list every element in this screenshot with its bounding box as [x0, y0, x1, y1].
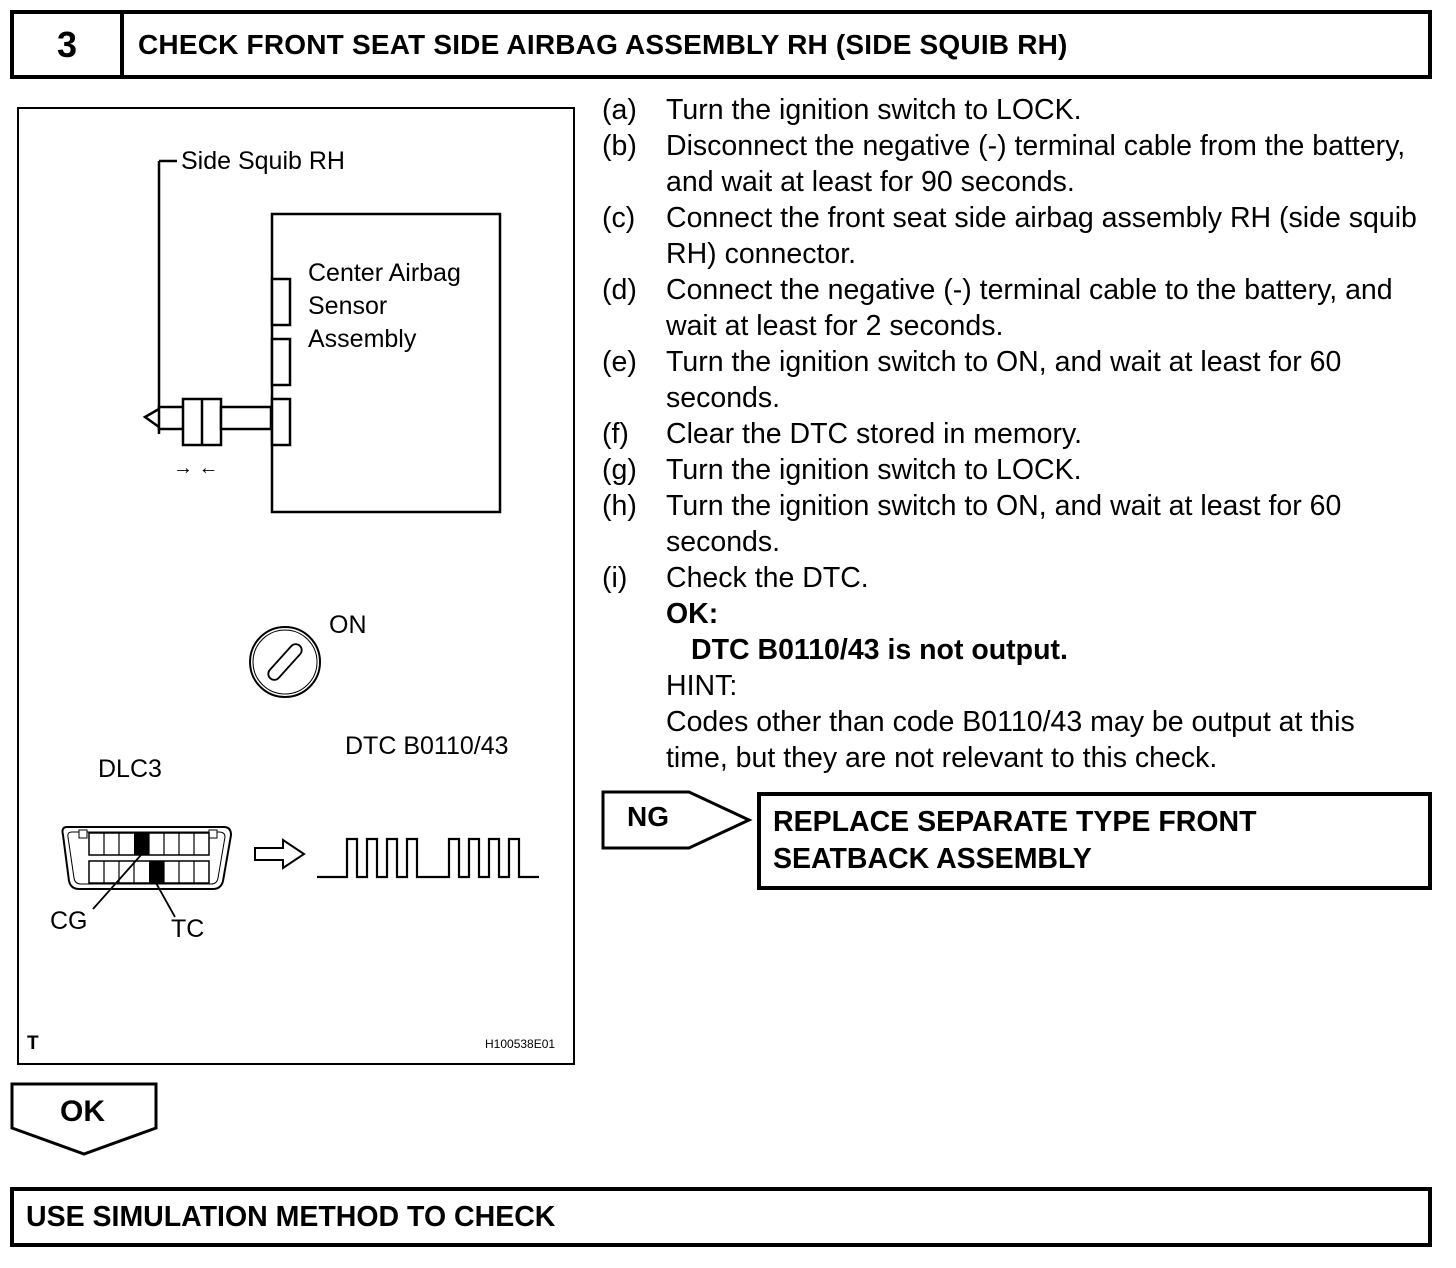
hint-line-2: time, but they are not relevant to this … — [666, 742, 1218, 774]
connector-arrows: → ← — [173, 457, 219, 479]
step-row: (g) Turn the ignition switch to LOCK. — [602, 452, 1432, 488]
ok-label: OK — [60, 1095, 105, 1128]
next-step-box: USE SIMULATION METHOD TO CHECK — [10, 1187, 1432, 1247]
step-text: Turn the ignition switch to LOCK. — [666, 454, 1082, 486]
step-row: (c) Connect the front seat side airbag a… — [602, 200, 1432, 272]
signal-arrow-icon — [254, 838, 306, 870]
dlc3-connector-inner — [67, 831, 226, 885]
step-letter: (i) — [602, 562, 628, 594]
step-row: (d) Connect the negative (-) terminal ca… — [602, 272, 1432, 344]
dtc-code-label: DTC B0110/43 — [345, 732, 509, 760]
step-text: Turn the ignition switch to ON, and wait… — [666, 346, 1342, 414]
sensor-label-line2: Sensor — [308, 292, 388, 320]
figure-id: H100538E01 — [485, 1037, 556, 1051]
figure-corner-mark: T — [27, 1033, 39, 1054]
ng-action-line-1: REPLACE SEPARATE TYPE FRONT — [773, 806, 1257, 838]
procedure-steps: (a) Turn the ignition switch to LOCK. (b… — [602, 92, 1432, 776]
dlc3-pin-tc — [149, 861, 164, 883]
ok-criteria-heading: OK: — [666, 598, 719, 630]
tc-leader-line — [155, 882, 176, 918]
ng-label: NG — [627, 801, 669, 832]
ignition-on-label: ON — [329, 611, 367, 639]
step-text: Connect the negative (-) terminal cable … — [666, 274, 1393, 342]
sensor-connector-2 — [270, 337, 292, 387]
step-text: Turn the ignition switch to LOCK. — [666, 94, 1082, 126]
dtc-pulse-waveform — [317, 837, 539, 879]
ignition-switch-inner-ring — [252, 629, 318, 695]
cg-leader-line — [92, 854, 142, 910]
squib-lead-line — [142, 161, 161, 434]
dlc3-label: DLC3 — [98, 755, 162, 783]
step-text: Disconnect the negative (-) terminal cab… — [666, 130, 1406, 198]
hint-line-1: Codes other than code B0110/43 may be ou… — [666, 706, 1355, 738]
step-row: (a) Turn the ignition switch to LOCK. — [602, 92, 1432, 128]
wiring-diagram — [61, 159, 539, 918]
step-letter: (b) — [602, 130, 637, 162]
step-text: Connect the front seat side airbag assem… — [666, 202, 1417, 270]
step-row: (f) Clear the DTC stored in memory. — [602, 416, 1432, 452]
step-number: 3 — [14, 14, 124, 75]
dlc3-latch-left — [78, 829, 88, 839]
cg-pin-label: CG — [50, 907, 88, 935]
step-text: Check the DTC. — [666, 562, 869, 594]
sensor-label-line1: Center Airbag — [308, 259, 461, 287]
ng-action-box: REPLACE SEPARATE TYPE FRONT SEATBACK ASS… — [757, 792, 1432, 890]
side-squib-label: Side Squib RH — [181, 147, 345, 175]
step-row: (h) Turn the ignition switch to ON, and … — [602, 488, 1432, 560]
dlc3-pin-cg — [134, 833, 149, 855]
ng-arrow-icon — [601, 790, 753, 850]
step-letter: (h) — [602, 490, 637, 522]
tc-pin-label: TC — [171, 915, 205, 943]
harness-wire — [219, 405, 273, 431]
step-text: Clear the DTC stored in memory. — [666, 418, 1083, 450]
step-letter: (e) — [602, 346, 637, 378]
step-title: CHECK FRONT SEAT SIDE AIRBAG ASSEMBLY RH… — [138, 28, 1068, 60]
step-header: 3 CHECK FRONT SEAT SIDE AIRBAG ASSEMBLY … — [10, 10, 1432, 79]
step-letter: (c) — [602, 202, 636, 234]
step-letter: (a) — [602, 94, 637, 126]
dlc3-latch-right — [208, 829, 218, 839]
sensor-label-line3: Assembly — [308, 325, 417, 353]
ng-action-line-2: SEATBACK ASSEMBLY — [773, 843, 1092, 875]
ignition-key-slot — [267, 643, 303, 681]
step-letter: (f) — [602, 418, 629, 450]
step-letter: (g) — [602, 454, 637, 486]
sensor-connector-1 — [270, 277, 292, 327]
step-text: Turn the ignition switch to ON, and wait… — [666, 490, 1342, 558]
sensor-connector-3 — [270, 397, 292, 447]
step-letter: (d) — [602, 274, 637, 306]
step-row: (i) Check the DTC. — [602, 560, 1432, 596]
wiring-figure: Side Squib RH Center Airbag Sensor Assem… — [17, 107, 575, 1065]
ok-arrow-icon — [10, 1082, 158, 1156]
hint-heading: HINT: — [666, 670, 738, 702]
next-step-text: USE SIMULATION METHOD TO CHECK — [26, 1200, 556, 1233]
ok-criteria-text: DTC B0110/43 is not output. — [691, 634, 1068, 666]
step-row: (e) Turn the ignition switch to ON, and … — [602, 344, 1432, 416]
step-row: (b) Disconnect the negative (-) terminal… — [602, 128, 1432, 200]
